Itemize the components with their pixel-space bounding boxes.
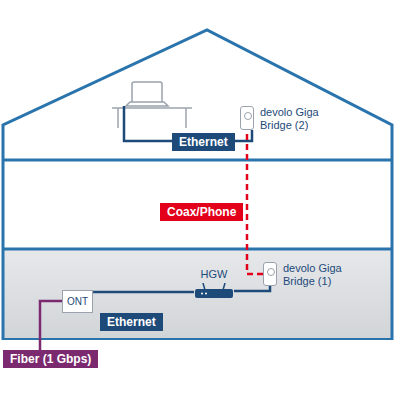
cable-connector bbox=[93, 291, 194, 294]
router-symbol bbox=[194, 283, 234, 299]
powerline-adapter: devolo Giga Bridge (1) bbox=[263, 262, 347, 288]
adapter-plug bbox=[240, 106, 254, 130]
powerline-adapter: devolo Giga Bridge (2) bbox=[240, 106, 324, 132]
floor-line bbox=[3, 159, 392, 162]
cable-tag: Coax/Phone bbox=[160, 203, 243, 221]
adapter-plug bbox=[263, 262, 277, 286]
floor-line bbox=[3, 248, 392, 251]
fiber-cable bbox=[40, 301, 62, 350]
cable-connector bbox=[234, 286, 270, 291]
router: HGW bbox=[194, 268, 234, 299]
adapter-label: devolo Giga Bridge (1) bbox=[283, 262, 347, 288]
device-label: ONT bbox=[67, 296, 88, 307]
cable-tag: Ethernet bbox=[100, 313, 163, 331]
adapter-label: devolo Giga Bridge (2) bbox=[260, 106, 324, 132]
cable-tag: Fiber (1 Gbps) bbox=[3, 350, 98, 368]
cable-connector bbox=[247, 130, 263, 274]
adapter-socket bbox=[267, 268, 275, 276]
house-outline bbox=[3, 30, 392, 340]
adapter-socket bbox=[244, 112, 252, 120]
router-icon bbox=[194, 283, 234, 299]
basement-fill bbox=[4, 250, 391, 338]
laptop bbox=[126, 82, 168, 106]
ground-line bbox=[3, 338, 392, 340]
device-box: ONT bbox=[62, 290, 93, 313]
cable-tag: Ethernet bbox=[172, 133, 235, 151]
router-label: HGW bbox=[201, 268, 228, 281]
